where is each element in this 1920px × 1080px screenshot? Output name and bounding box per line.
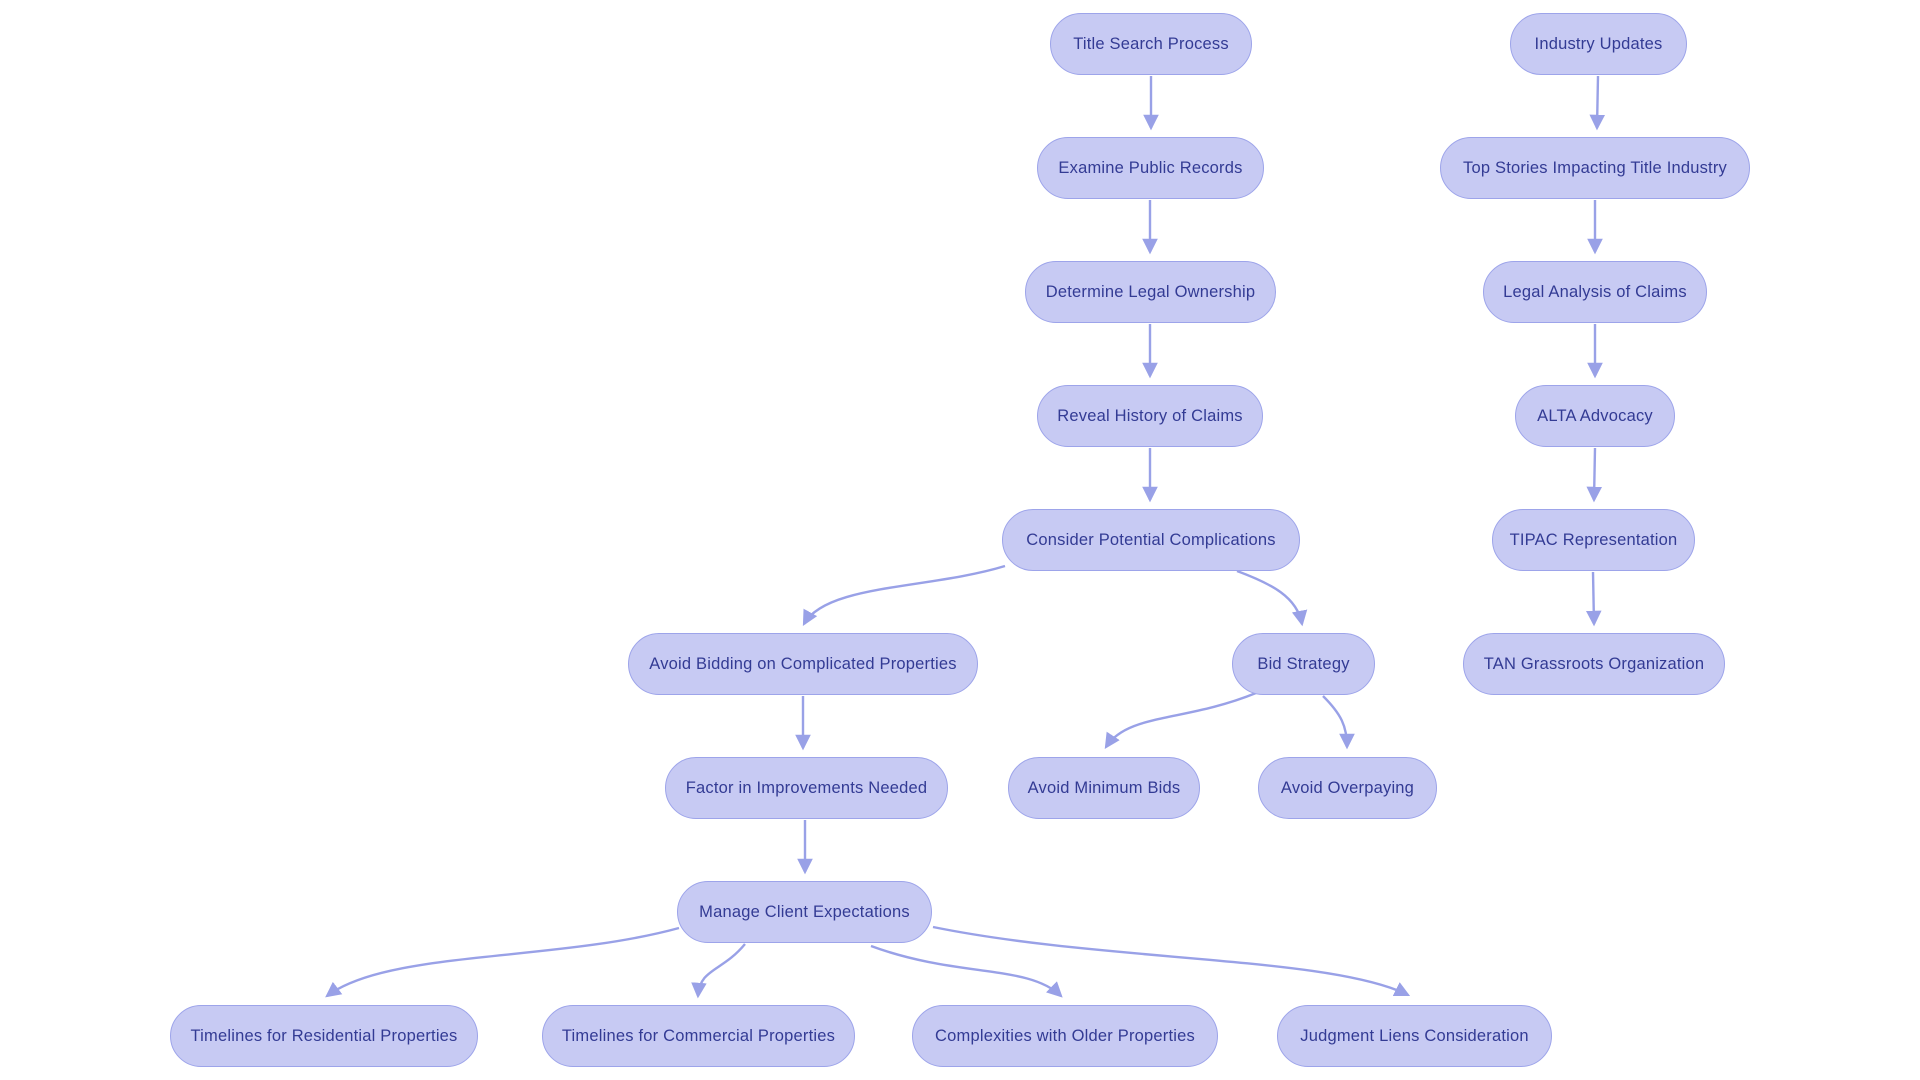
node-label: Manage Client Expectations bbox=[699, 902, 910, 921]
node-complexities-with-older-properties: Complexities with Older Properties bbox=[912, 1005, 1218, 1067]
edge-complications-to-bid-strategy bbox=[1236, 569, 1308, 627]
node-label: Avoid Bidding on Complicated Properties bbox=[649, 654, 957, 673]
node-avoid-minimum-bids: Avoid Minimum Bids bbox=[1008, 757, 1200, 819]
node-industry-updates: Industry Updates bbox=[1510, 13, 1687, 75]
edge-bid-strategy-to-avoid-overpaying bbox=[1322, 695, 1355, 750]
node-tan-grassroots-organization: TAN Grassroots Organization bbox=[1463, 633, 1725, 695]
edge-bid-strategy-to-avoid-minimum-bids bbox=[1104, 691, 1257, 749]
node-label: Legal Analysis of Claims bbox=[1503, 282, 1687, 301]
node-label: Reveal History of Claims bbox=[1057, 406, 1243, 425]
node-label: Top Stories Impacting Title Industry bbox=[1463, 158, 1727, 177]
node-label: Avoid Overpaying bbox=[1280, 778, 1415, 797]
node-reveal-history-of-claims: Reveal History of Claims bbox=[1037, 385, 1263, 447]
node-label: Complexities with Older Properties bbox=[935, 1026, 1195, 1045]
node-examine-public-records: Examine Public Records bbox=[1037, 137, 1264, 199]
edge-manage-expectations-to-judgment-liens bbox=[932, 925, 1411, 997]
node-judgment-liens-consideration: Judgment Liens Consideration bbox=[1277, 1005, 1552, 1067]
node-factor-in-improvements-needed: Factor in Improvements Needed bbox=[665, 757, 948, 819]
edge-complications-to-avoid-bidding bbox=[802, 564, 1006, 627]
node-consider-potential-complications: Consider Potential Complications bbox=[1002, 509, 1300, 571]
node-label: TAN Grassroots Organization bbox=[1483, 654, 1705, 673]
node-top-stories-impacting-title-industry: Top Stories Impacting Title Industry bbox=[1440, 137, 1750, 199]
node-manage-client-expectations: Manage Client Expectations bbox=[677, 881, 932, 943]
edge-manage-expectations-to-complexities-older bbox=[870, 944, 1063, 998]
node-avoid-overpaying: Avoid Overpaying bbox=[1258, 757, 1437, 819]
node-label: Determine Legal Ownership bbox=[1045, 282, 1256, 301]
node-determine-legal-ownership: Determine Legal Ownership bbox=[1025, 261, 1276, 323]
node-label: Timelines for Residential Properties bbox=[190, 1026, 458, 1045]
edge-tipac-to-tan-grassroots bbox=[1585, 571, 1602, 627]
edge-alta-advocacy-to-tipac bbox=[1586, 447, 1603, 503]
node-label: Timelines for Commercial Properties bbox=[561, 1026, 836, 1045]
node-label: Factor in Improvements Needed bbox=[685, 778, 928, 797]
node-label: Title Search Process bbox=[1073, 34, 1229, 53]
node-timelines-for-residential-properties: Timelines for Residential Properties bbox=[170, 1005, 478, 1067]
node-label: TIPAC Representation bbox=[1509, 530, 1678, 549]
edge-manage-expectations-to-timelines-residential bbox=[325, 926, 680, 998]
edge-manage-expectations-to-timelines-commercial bbox=[691, 943, 746, 999]
node-label: Avoid Minimum Bids bbox=[1027, 778, 1181, 797]
node-tipac-representation: TIPAC Representation bbox=[1492, 509, 1695, 571]
node-avoid-bidding-on-complicated-properties: Avoid Bidding on Complicated Properties bbox=[628, 633, 978, 695]
edge-industry-updates-to-top-stories bbox=[1589, 75, 1606, 131]
node-title-search-process: Title Search Process bbox=[1050, 13, 1252, 75]
node-label: Examine Public Records bbox=[1058, 158, 1243, 177]
node-legal-analysis-of-claims: Legal Analysis of Claims bbox=[1483, 261, 1707, 323]
node-label: Consider Potential Complications bbox=[1026, 530, 1276, 549]
node-timelines-for-commercial-properties: Timelines for Commercial Properties bbox=[542, 1005, 855, 1067]
node-bid-strategy: Bid Strategy bbox=[1232, 633, 1375, 695]
node-label: ALTA Advocacy bbox=[1537, 406, 1653, 425]
node-label: Judgment Liens Consideration bbox=[1300, 1026, 1529, 1045]
node-label: Bid Strategy bbox=[1257, 654, 1350, 673]
node-alta-advocacy: ALTA Advocacy bbox=[1515, 385, 1675, 447]
node-label: Industry Updates bbox=[1534, 34, 1663, 53]
